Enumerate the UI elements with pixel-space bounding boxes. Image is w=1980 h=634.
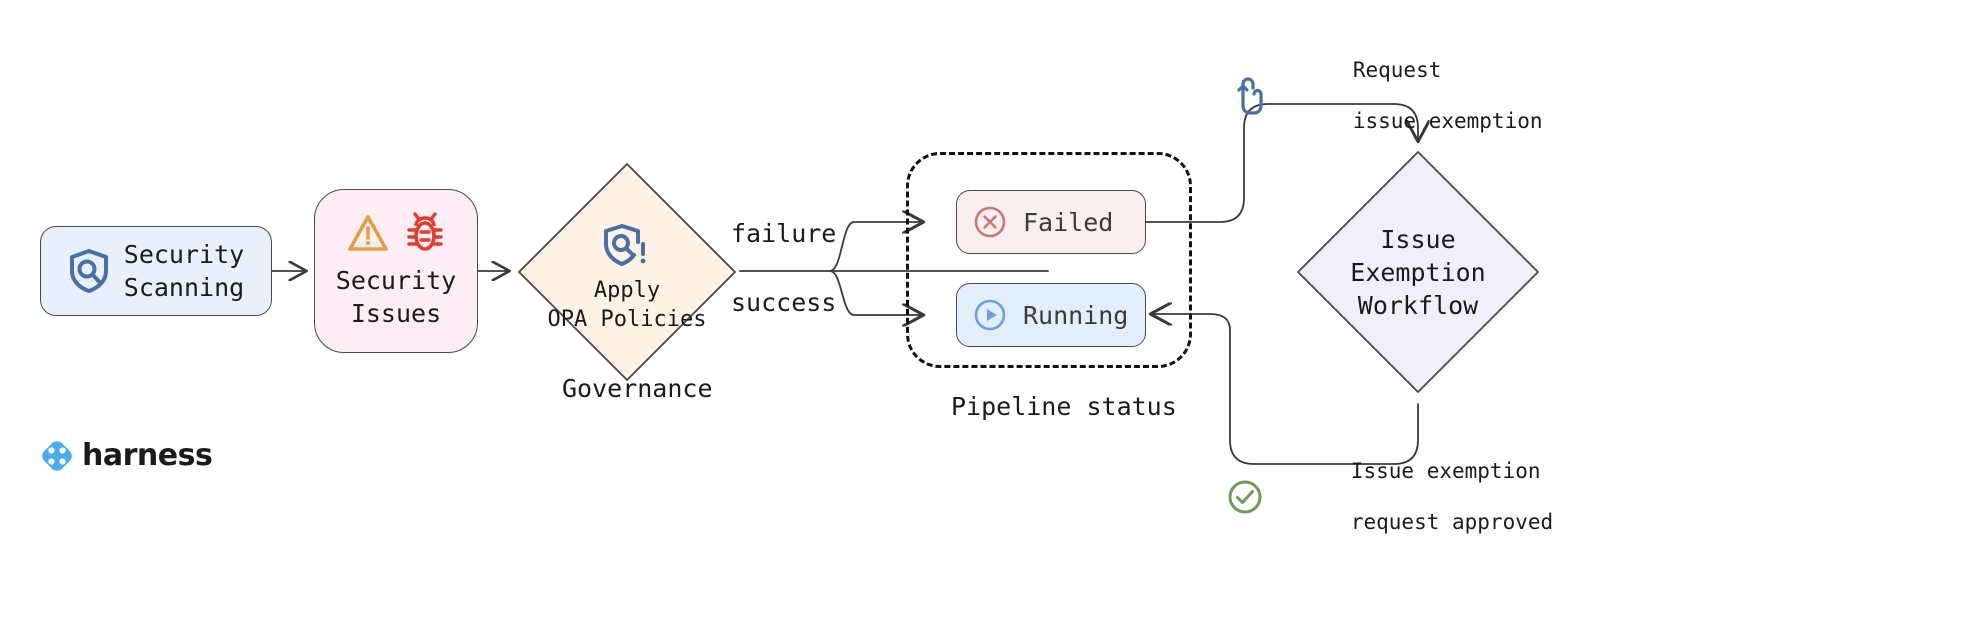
- governance-caption: Governance: [562, 374, 713, 403]
- warning-triangle-icon: [347, 213, 389, 253]
- exemption-diamond-shape: [1297, 151, 1539, 393]
- node-exemption-label: Issue Exemption Workflow: [1350, 224, 1486, 320]
- node-failed[interactable]: Failed: [956, 190, 1146, 254]
- pipeline-status-group: [906, 152, 1192, 368]
- security-issue-icons: [347, 212, 445, 254]
- node-issue-exemption-workflow[interactable]: Issue Exemption Workflow: [1292, 146, 1544, 398]
- node-running[interactable]: Running: [956, 283, 1146, 347]
- shield-search-alert-icon: [604, 222, 650, 270]
- annotation-line-1: Issue exemption: [1350, 458, 1541, 483]
- harness-logo: harness: [40, 438, 213, 473]
- shield-search-icon: [68, 248, 110, 294]
- node-running-label: Running: [1023, 300, 1129, 330]
- node-security-issues-label: Security Issues: [335, 266, 457, 328]
- governance-diamond-shape: [518, 163, 736, 381]
- harness-logo-text: harness: [82, 438, 213, 473]
- annotation-request-approved: Issue exemption request approved: [1227, 433, 1553, 561]
- node-security-issues[interactable]: Security Issues: [314, 189, 478, 353]
- pipeline-status-caption: Pipeline status: [951, 392, 1177, 421]
- annotation-request-exemption-text: Request issue exemption: [1277, 32, 1543, 160]
- circle-play-icon: [973, 298, 1007, 332]
- node-governance-label: Apply OPA Policies: [547, 277, 707, 332]
- edge-label-failure: failure: [731, 219, 837, 248]
- annotation-line-2: request approved: [1350, 509, 1554, 534]
- annotation-line-1: Request: [1352, 57, 1442, 82]
- circle-check-icon: [1227, 479, 1263, 515]
- node-failed-label: Failed: [1023, 207, 1114, 237]
- edge-label-success: success: [731, 288, 837, 317]
- node-security-scanning-label: Security Scanning: [123, 240, 245, 302]
- node-security-scanning[interactable]: Security Scanning: [40, 226, 272, 316]
- annotation-request-approved-text: Issue exemption request approved: [1275, 433, 1553, 561]
- bug-icon: [405, 212, 445, 254]
- annotation-line-2: issue exemption: [1352, 108, 1543, 133]
- tap-hand-icon: [1231, 76, 1265, 116]
- harness-logo-icon: [40, 439, 74, 473]
- circle-x-icon: [973, 205, 1007, 239]
- node-apply-opa-policies[interactable]: Apply OPA Policies: [514, 159, 740, 385]
- annotation-request-issue-exemption: Request issue exemption: [1231, 32, 1543, 160]
